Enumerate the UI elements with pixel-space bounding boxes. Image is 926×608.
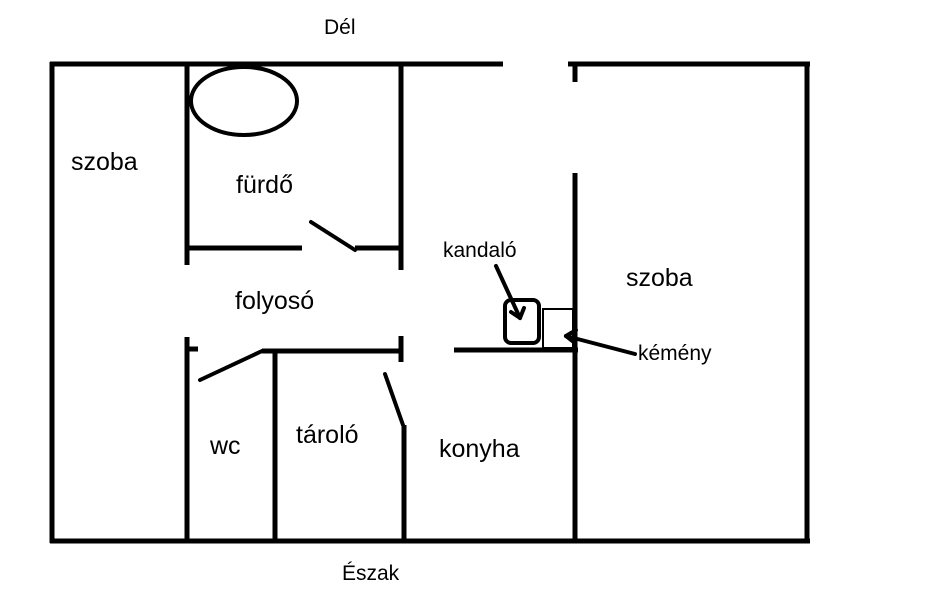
chimney-label: kémény (638, 342, 712, 365)
room-right-label: szoba (626, 264, 693, 292)
stove-icon (503, 298, 541, 345)
compass-north-label: Észak (342, 562, 400, 585)
hallway-label: folyosó (235, 287, 315, 315)
storage-label: tároló (296, 421, 359, 449)
chimney-icon (542, 308, 574, 349)
bathtub-icon (189, 65, 299, 137)
room-left-label: szoba (71, 148, 138, 176)
compass-south-label: Dél (324, 16, 356, 39)
bathroom-label: fürdő (236, 171, 293, 199)
interior-walls (184, 64, 578, 543)
chimney-pointer-arrow (564, 328, 637, 356)
stove-label: kandaló (443, 239, 517, 262)
stove-pointer-arrow (494, 264, 526, 320)
door-swings (198, 220, 405, 427)
toilet-label: wc (210, 432, 241, 460)
kitchen-label: konyha (439, 435, 520, 463)
outer-walls (49, 61, 810, 544)
